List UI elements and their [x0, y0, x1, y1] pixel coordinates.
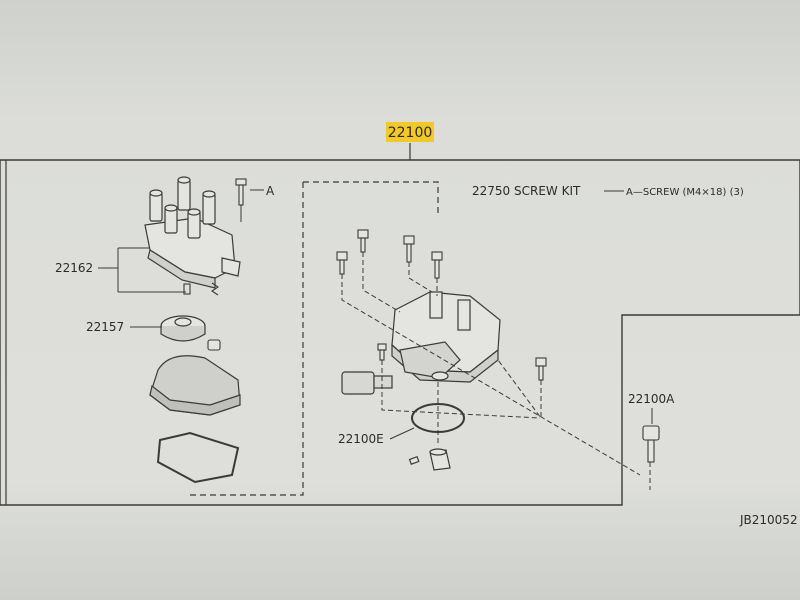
rotor-part-label: 22157 — [86, 320, 124, 334]
gasket — [156, 431, 240, 484]
dust-cover — [149, 355, 241, 416]
cap-part-label: 22162 — [55, 261, 93, 275]
bolt-part-label: 22100A — [628, 392, 675, 406]
connector-plug — [341, 371, 393, 395]
screw-a-icon — [235, 178, 247, 206]
o-ring-part-label: 22100E — [338, 432, 384, 446]
distributor-cap — [144, 176, 241, 289]
drawing-code: JB210052 — [739, 513, 798, 527]
bolt-icon — [642, 425, 660, 463]
subassembly-dashed-boundary — [190, 181, 439, 496]
screw-kit-detail: A—SCREW (M4×18) (3) — [626, 187, 744, 198]
assembly-leader-lines — [341, 252, 651, 490]
rotor-screw-icon — [207, 339, 221, 351]
screw-ref-label: A — [266, 184, 275, 198]
cap-bracket — [98, 247, 186, 293]
assembly-number-highlight — [386, 122, 434, 142]
o-ring-leader — [389, 427, 415, 440]
o-ring — [411, 403, 465, 433]
coupling — [408, 448, 451, 471]
rotor — [160, 315, 206, 342]
assembly-frame — [0, 159, 800, 506]
distributor-housing — [391, 291, 501, 383]
cap-small-parts — [183, 282, 219, 296]
assembly-number: 22100 — [388, 125, 433, 141]
screw-kit-label: 22750 SCREW KIT — [472, 184, 581, 198]
